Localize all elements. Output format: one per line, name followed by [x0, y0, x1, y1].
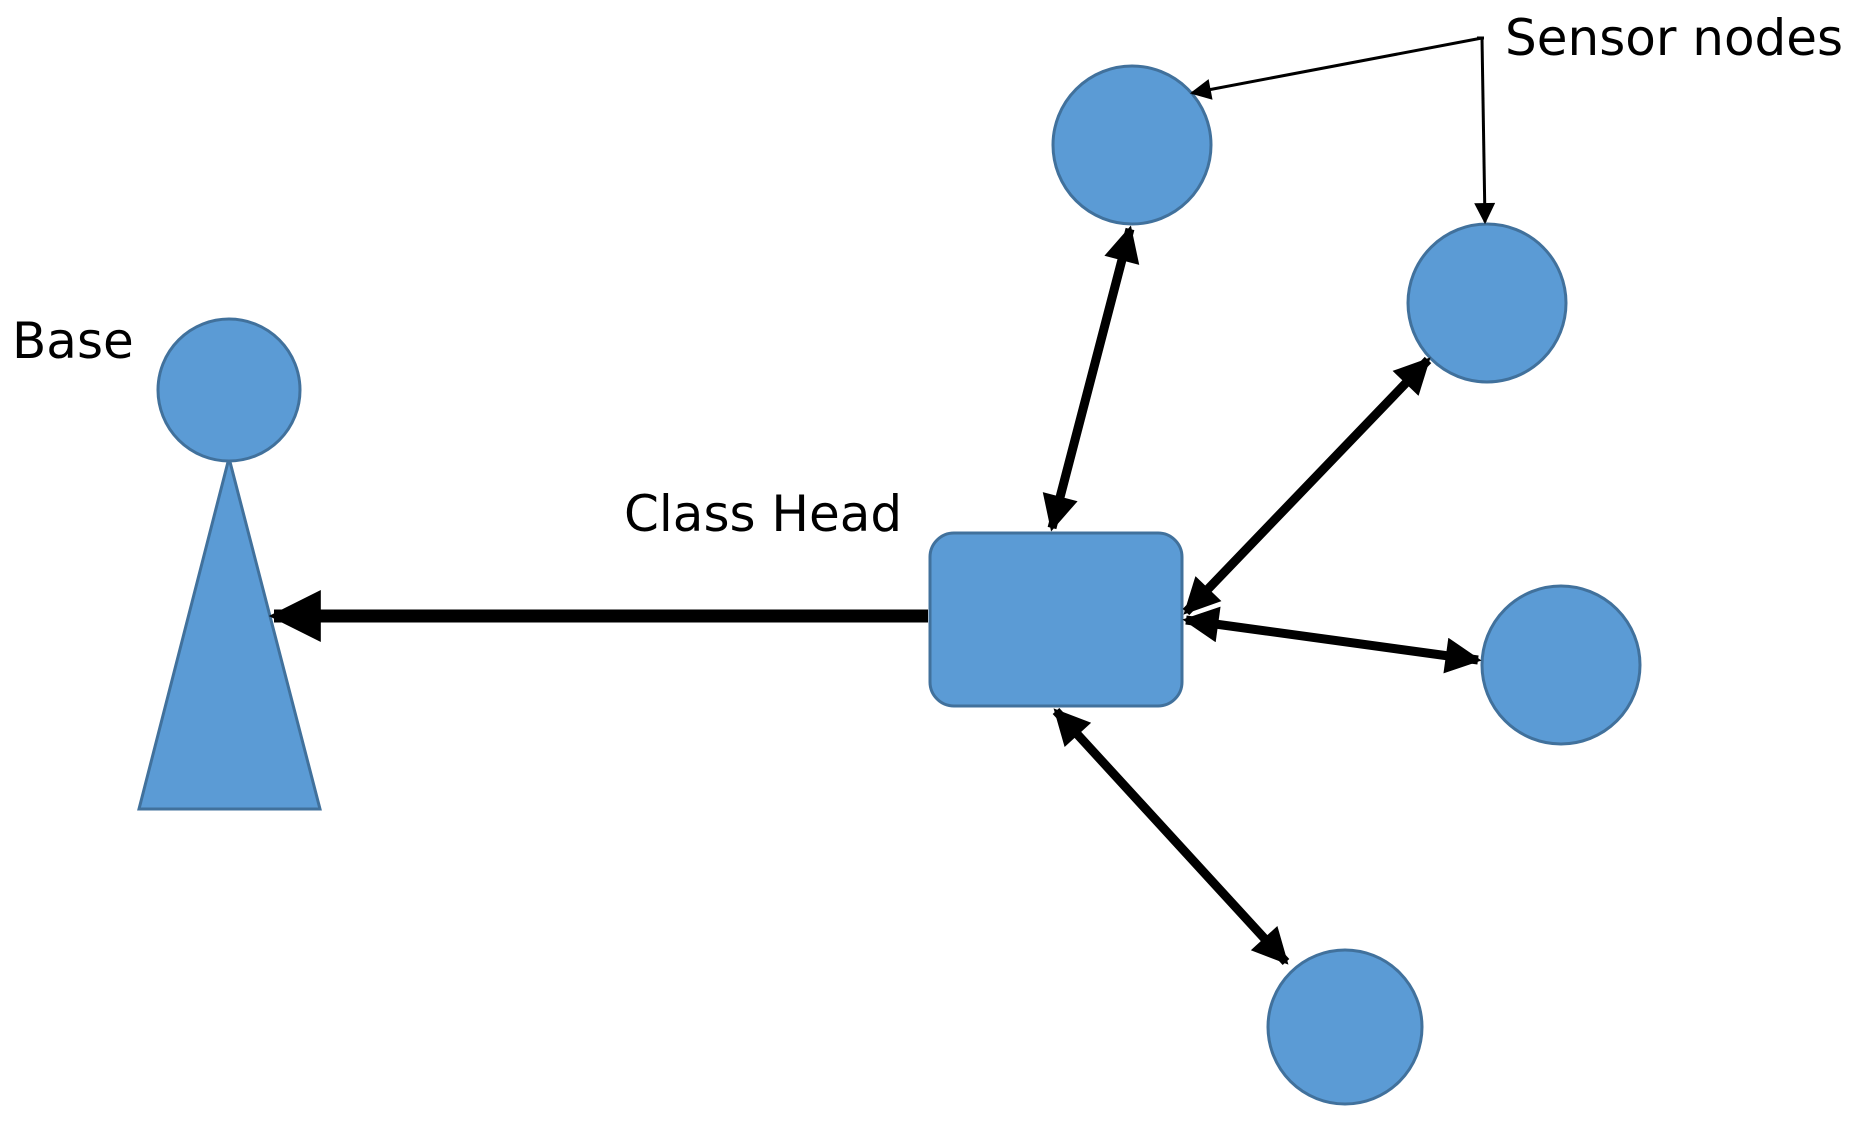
link-class-head-sensor-3 [1182, 606, 1482, 674]
link-class-head-sensor-1 [1042, 225, 1140, 532]
sensor-node-1 [1051, 64, 1213, 226]
link-class-head-sensor-4 [1052, 707, 1290, 966]
sensor-node-3 [1480, 584, 1642, 746]
sensor-nodes-label: Sensor nodes [1505, 9, 1843, 67]
sensor-node-4 [1266, 948, 1424, 1106]
link-class-head-sensor-2 [1182, 356, 1432, 616]
base-label: Base [12, 312, 134, 370]
sensor-label-arrow-1 [1189, 36, 1483, 100]
base-station-tower [137, 457, 322, 811]
class-head-node [928, 531, 1184, 708]
sensor-node-2 [1406, 222, 1568, 384]
base-station-node [156, 317, 302, 463]
sensor-label-arrow-2 [1474, 37, 1496, 225]
class-head-label: Class Head [624, 485, 902, 543]
